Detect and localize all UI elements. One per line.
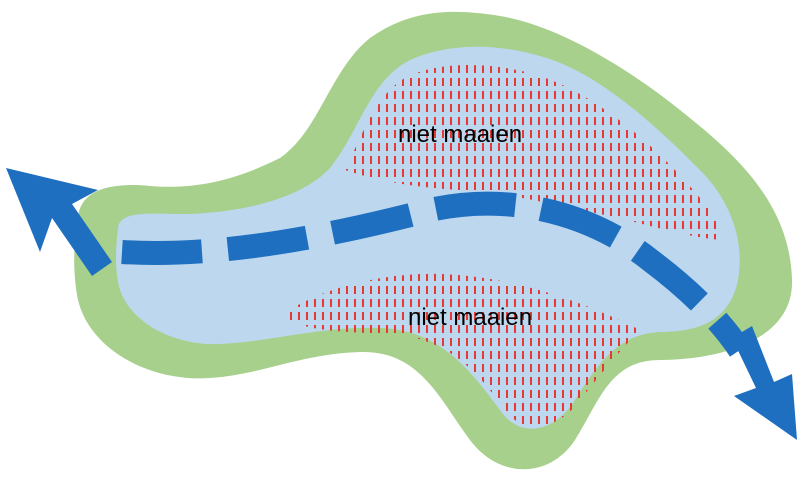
flow-dashed-line bbox=[121, 191, 750, 357]
lower-no-mow-area bbox=[290, 273, 640, 427]
upper-no-mow-area bbox=[345, 65, 722, 240]
upper-zone-label: niet maaien bbox=[398, 121, 522, 148]
left-arrow-head bbox=[6, 168, 112, 276]
right-arrow-head bbox=[732, 326, 797, 440]
lower-zone-label: niet maaien bbox=[408, 304, 532, 331]
